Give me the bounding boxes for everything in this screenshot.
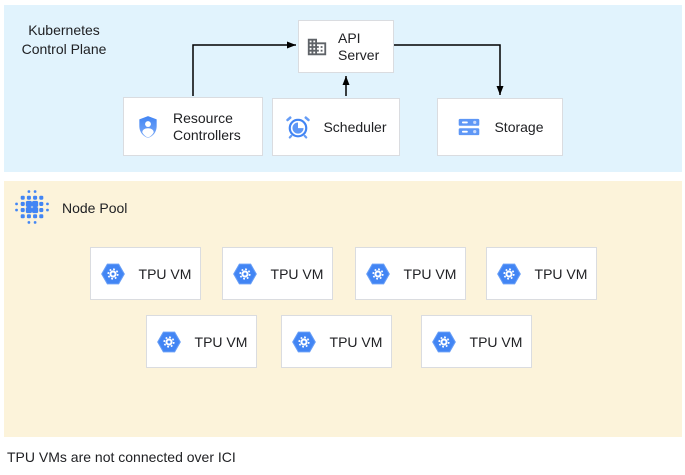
resource-controllers-node: Resource Controllers [123, 97, 263, 156]
scheduler-node: Scheduler [272, 98, 400, 156]
tpu-vm-label: TPU VM [329, 333, 383, 350]
hexagon-gear-icon [232, 263, 257, 284]
tpu-vm-label: TPU VM [469, 333, 523, 350]
api-server-node: API Server [298, 20, 394, 73]
footnote-caption: TPU VMs are not connected over ICI [7, 449, 236, 465]
storage-node: Storage [437, 98, 563, 156]
tpu-vm-node: TPU VM [146, 315, 257, 368]
tpu-vm-node: TPU VM [222, 247, 333, 300]
control-plane-title: Kubernetes Control Plane [21, 22, 107, 57]
node-pool-panel [4, 181, 682, 437]
building-icon [307, 38, 327, 55]
server-stack-icon [459, 118, 480, 136]
dot-cluster-icon [15, 190, 49, 224]
tpu-vm-label: TPU VM [534, 265, 588, 282]
tpu-vm-node: TPU VM [355, 247, 466, 300]
hexagon-gear-icon [365, 263, 390, 284]
tpu-vm-node: TPU VM [90, 247, 201, 300]
tpu-vm-label: TPU VM [270, 265, 324, 282]
tpu-vm-node: TPU VM [486, 247, 597, 300]
api-server-label: API Server [338, 29, 380, 63]
storage-label: Storage [494, 118, 544, 135]
hexagon-gear-icon [100, 263, 125, 284]
scheduler-label: Scheduler [323, 118, 387, 135]
alarm-clock-icon [286, 116, 311, 139]
tpu-vm-label: TPU VM [138, 265, 192, 282]
hexagon-gear-icon [156, 331, 181, 352]
tpu-vm-node: TPU VM [421, 315, 532, 368]
node-pool-title: Node Pool [62, 200, 128, 216]
hexagon-gear-icon [431, 331, 456, 352]
hexagon-gear-icon [291, 331, 316, 352]
resource-controllers-label: Resource Controllers [173, 109, 241, 143]
tpu-vm-label: TPU VM [403, 265, 457, 282]
shield-user-icon [139, 115, 157, 138]
hexagon-gear-icon [496, 263, 521, 284]
tpu-vm-label: TPU VM [194, 333, 248, 350]
tpu-vm-node: TPU VM [281, 315, 392, 368]
